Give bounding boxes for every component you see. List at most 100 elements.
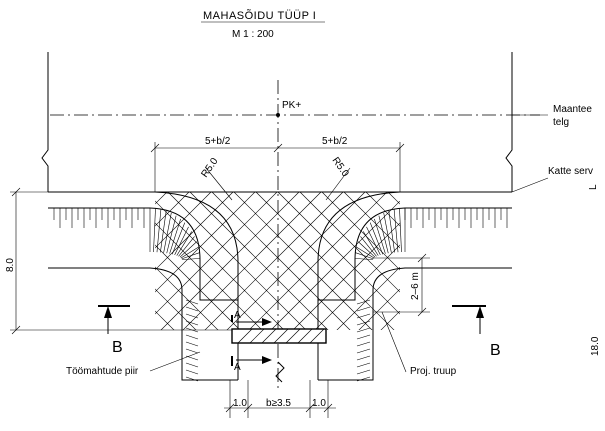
dim-tick [273, 143, 283, 153]
hatch-line [179, 241, 197, 258]
hatch-line [365, 192, 400, 330]
section-a-top-arrow [262, 318, 272, 326]
dim-tick [11, 325, 21, 335]
hatch-line [356, 334, 371, 340]
hatch-line [356, 355, 371, 361]
hatch-line [178, 236, 195, 257]
hatch-line [174, 226, 189, 256]
hatch-line [155, 192, 209, 330]
section-a-top-label: A [234, 310, 241, 321]
hatch-line [0, 192, 142, 342]
dim-right-top: 5+b/2 [322, 136, 348, 147]
hatch-line [155, 192, 256, 330]
hatch-line [171, 222, 186, 255]
section-a-bottom-arrow [262, 356, 272, 364]
hatch-line [413, 192, 563, 342]
hatch-line [360, 236, 377, 257]
edge-mark: L [588, 184, 599, 190]
dim-tick [11, 187, 21, 197]
hatch-line [155, 192, 190, 330]
hatch-line [0, 192, 123, 342]
hatch-line [356, 313, 371, 319]
hatch-line [185, 313, 199, 319]
hatch-line [454, 192, 604, 342]
toomahtude-label: Töömahtude piir [66, 366, 139, 377]
hatch-line [167, 192, 319, 330]
hatch-line [362, 231, 379, 256]
dim-far-right: 18.0 [590, 336, 601, 356]
hatch-line [355, 258, 374, 261]
hatch-line [356, 341, 371, 347]
hatch-line [170, 192, 322, 330]
hatch-line [324, 192, 400, 330]
hatch-line [299, 192, 400, 330]
right-road-edge [505, 52, 513, 192]
hatch-line [358, 241, 376, 258]
hatch-line [399, 208, 402, 253]
hatch-line [355, 252, 374, 260]
hatch-line [185, 341, 199, 347]
hatch-line [155, 192, 278, 330]
toomahtude-leader [149, 351, 201, 372]
hatch-line [155, 192, 212, 330]
hatch-line [185, 306, 199, 312]
culvert-body [231, 328, 327, 344]
radius-right-leader [325, 167, 351, 201]
hatch-line [155, 192, 234, 330]
hatch-line [356, 320, 371, 326]
hatch-line [343, 192, 400, 330]
dim-tick [243, 403, 253, 413]
left-inner-outline [48, 207, 238, 301]
hatch-line [356, 246, 375, 259]
hatch-line [169, 218, 181, 254]
hatch-line [368, 192, 400, 330]
axis-break [275, 361, 285, 383]
hatch-line [435, 192, 585, 342]
hatch-line [387, 192, 400, 330]
hatch-line [214, 192, 366, 330]
hatch-line [181, 252, 200, 260]
hatch-line [211, 192, 363, 330]
hatch-line [155, 192, 253, 330]
dim-bottom-2: 1.0 [312, 398, 326, 409]
hatch-line [163, 212, 172, 253]
culvert-hatch [237, 328, 325, 344]
hatch-line [255, 192, 400, 330]
hatch-line [356, 362, 371, 368]
hatch-line [393, 209, 399, 253]
dim-tick [323, 403, 333, 413]
hatch-line [176, 231, 193, 256]
dim-bottom-b: b≥3.5 [266, 398, 291, 409]
hatch-line [155, 192, 297, 330]
hatch-line [185, 376, 199, 382]
left-curb-curve [154, 191, 239, 380]
hatch-line [356, 369, 371, 375]
hatch-line [378, 215, 389, 254]
right-inner-outline [318, 207, 512, 301]
hatch-line [356, 306, 371, 312]
hatch-line [356, 348, 371, 354]
hatch-line [181, 258, 200, 261]
telg-label: telg [553, 117, 569, 128]
hatch-line [236, 192, 388, 330]
hatch-line [369, 222, 384, 255]
radius-right: R5.0 [330, 155, 351, 179]
hatch-line [321, 192, 400, 330]
hatch-line [156, 209, 162, 253]
katte-serv-leader [511, 177, 549, 193]
hatch-line [258, 192, 400, 330]
hatch-line [185, 334, 199, 340]
section-b-left-arrow [104, 306, 112, 318]
hatch-line [383, 212, 392, 253]
right-curb-curve [317, 191, 401, 380]
hatch-line [180, 246, 199, 259]
hatch-line [155, 192, 168, 330]
hatch-line [390, 192, 400, 330]
section-a-bottom-label: A [234, 362, 241, 373]
dim-tick [417, 307, 427, 317]
hatch-line [410, 192, 560, 342]
drawing-scale: M 1 : 200 [232, 29, 274, 40]
dim-tick [417, 253, 427, 263]
truup-leader [381, 311, 407, 373]
hatch-line [233, 192, 385, 330]
